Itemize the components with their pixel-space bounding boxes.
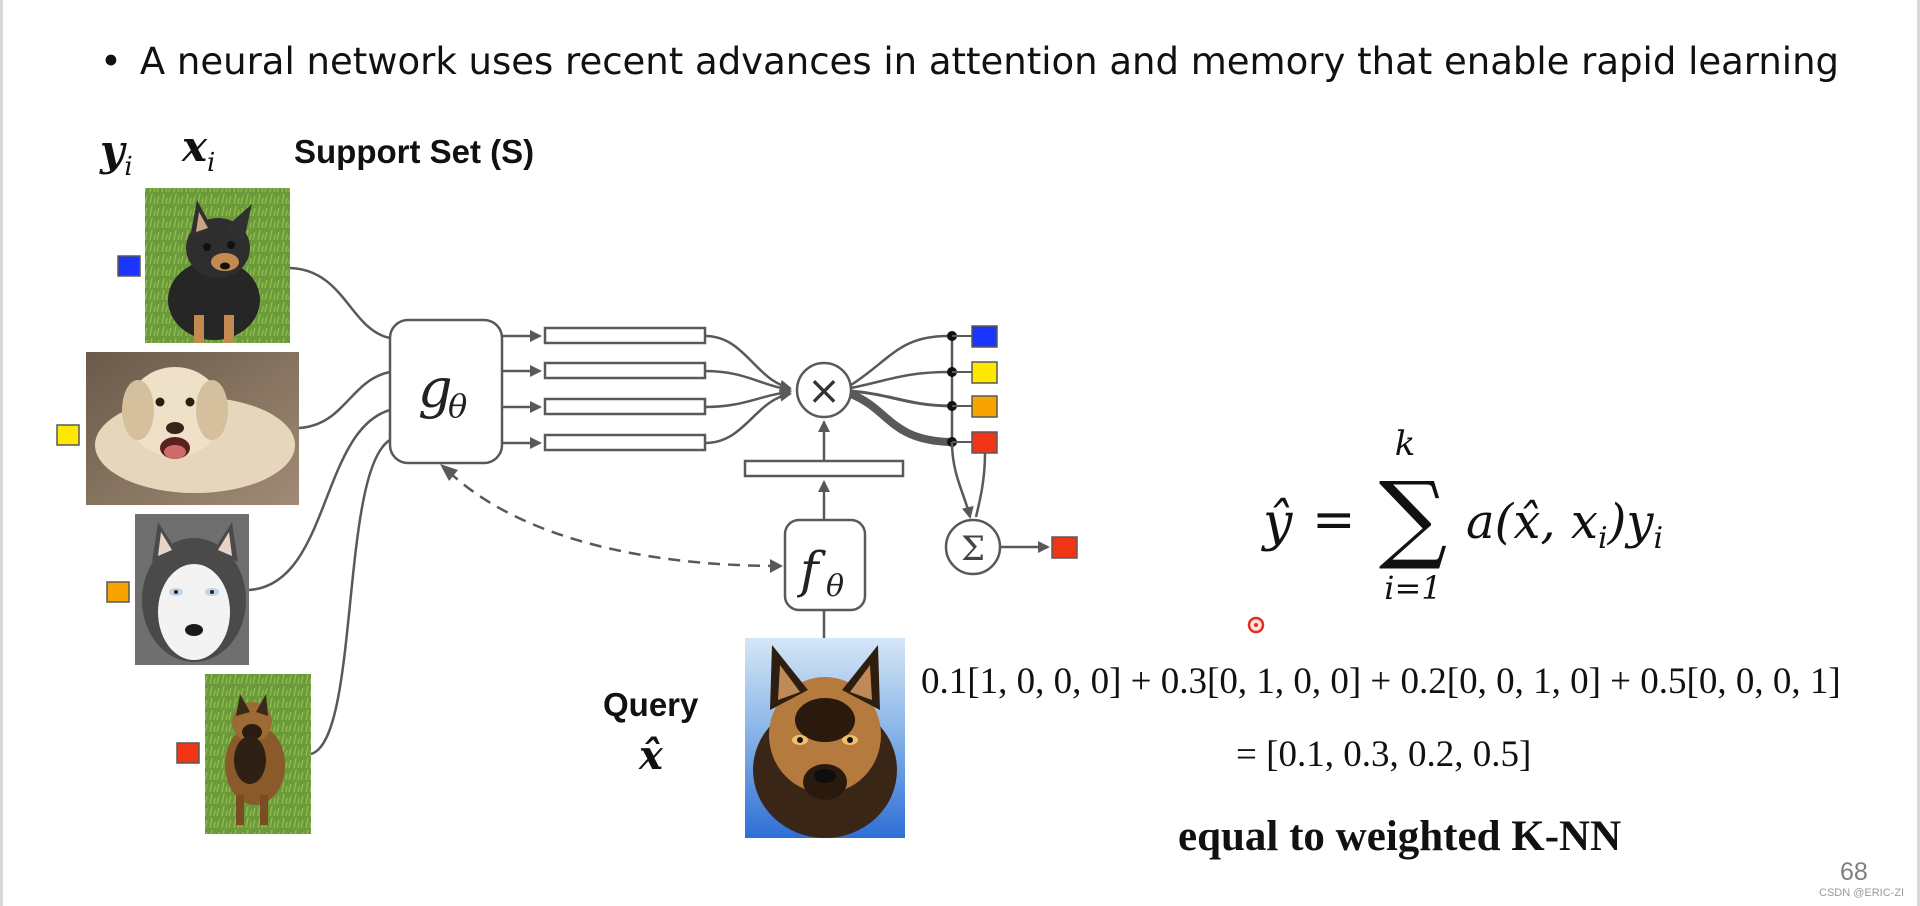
support-embeddings [543, 326, 707, 452]
weighted-sum-result: = [0.1, 0.3, 0.2, 0.5] [1236, 734, 1532, 775]
chihuahua-photo [145, 188, 290, 343]
input-connectors [248, 266, 391, 756]
y-letter: y [100, 126, 125, 175]
dashed-arrow-head-f [770, 559, 783, 573]
attention-output-curves [849, 334, 951, 446]
bullet-text: A neural network uses recent advances in… [139, 40, 1840, 83]
multiply-node [795, 361, 853, 419]
weighted-sum-expansion: 0.1[1, 0, 0, 0] + 0.3[0, 1, 0, 0] + 0.2[… [921, 661, 1841, 702]
g-letter: g [418, 357, 453, 420]
labrador-photo [86, 352, 299, 505]
y-hat: ŷ [1261, 493, 1293, 553]
right-border [1917, 0, 1920, 906]
bullet-symbol: • [100, 40, 122, 83]
query-german-shepherd-photo [745, 638, 905, 838]
support-set-title: Support Set (S) [294, 133, 535, 170]
bullet-point: • A neural network uses recent advances i… [100, 40, 1839, 83]
output-label-links [952, 335, 972, 443]
dashed-arrow-head-g [440, 464, 458, 481]
sum-symbol: Σ [961, 529, 985, 569]
sum-upper-limit: k [1395, 424, 1416, 464]
watermark: CSDN @ERIC-ZI [1819, 887, 1905, 899]
g-theta-module [388, 318, 504, 465]
page-number: 68 [1840, 858, 1868, 886]
big-sigma: ∑ [1379, 461, 1448, 573]
f-theta-module [783, 518, 867, 612]
f-subscript: θ [826, 569, 844, 604]
query-title: Query [603, 686, 699, 723]
sum-lower-limit: i=1 [1384, 569, 1441, 607]
g-subscript: θ [448, 387, 467, 425]
label-y-i: yi [100, 126, 133, 182]
left-border [0, 0, 3, 906]
attention-term: a(x̂, xi)yi [1466, 494, 1663, 556]
label-square-orange [106, 581, 130, 603]
embedding-to-attention [704, 334, 792, 445]
shared-weights-dashed-arrow [446, 469, 781, 568]
query-symbol: x̂ [639, 732, 663, 779]
label-to-sum-line [974, 452, 987, 518]
label-square-yellow [56, 424, 80, 446]
collector-to-sum-arrow [950, 441, 974, 519]
output-square-red [971, 431, 998, 454]
g-output-arrows [502, 330, 542, 449]
formula-sum: ŷ = k ∑ i=1 a(x̂, xi)yi [1261, 424, 1663, 607]
german-shepherd-small-photo [205, 674, 311, 834]
label-square-red [176, 742, 200, 764]
output-square-orange [971, 395, 998, 418]
knn-conclusion: equal to weighted K-NN [1178, 813, 1622, 860]
x-letter: x [182, 122, 208, 171]
multiply-symbol: × [807, 368, 841, 414]
y-subscript: i [124, 152, 133, 182]
query-embedding [743, 459, 905, 478]
label-x-i: xi [182, 122, 215, 178]
label-square-blue [117, 255, 141, 277]
husky-photo [135, 514, 249, 665]
x-subscript: i [207, 148, 216, 178]
predicted-label-square [1051, 536, 1078, 559]
output-square-yellow [971, 361, 998, 384]
formula-equals: = [1312, 490, 1356, 550]
output-square-blue [971, 325, 998, 348]
laser-pointer-center [1254, 623, 1258, 627]
